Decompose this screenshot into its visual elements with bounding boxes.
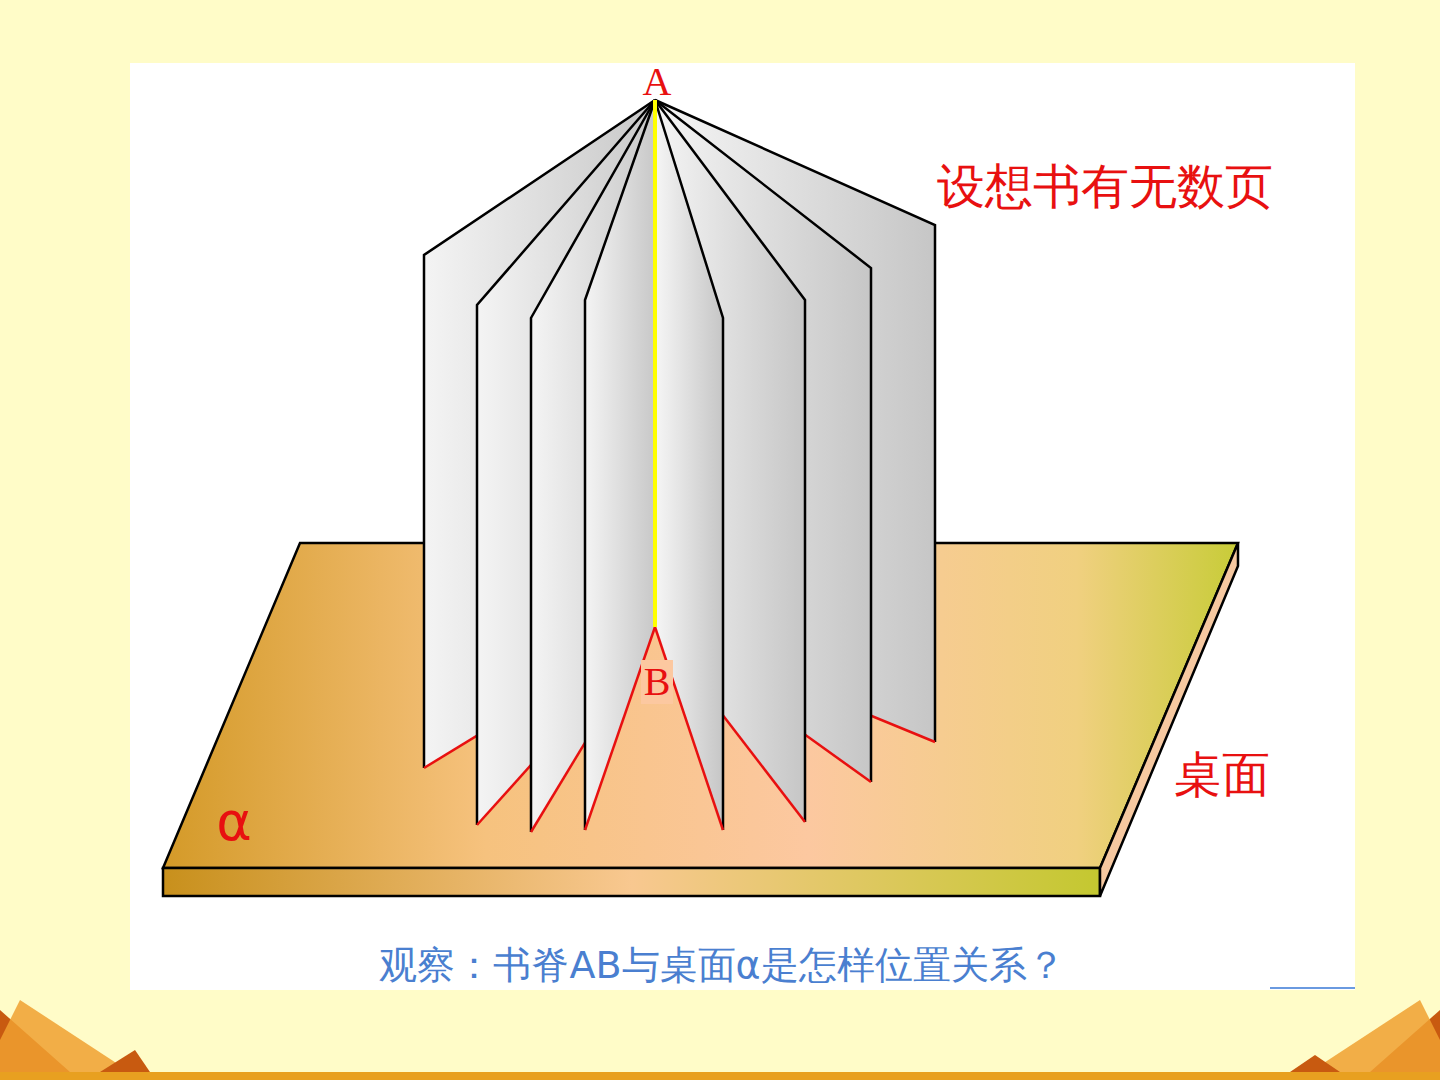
book-page — [585, 100, 655, 830]
book-page — [655, 100, 723, 830]
book-page — [531, 100, 655, 832]
page-base-line — [585, 627, 655, 830]
point-label: A — [643, 60, 672, 104]
note-text: 设想书有无数页 — [937, 160, 1273, 213]
book-spine — [653, 100, 657, 627]
page-edge — [531, 100, 655, 832]
page-base-line — [655, 627, 723, 830]
corner-decoration — [100, 1050, 150, 1072]
bottom-bar — [0, 1072, 1440, 1080]
white-panel — [130, 63, 1355, 990]
panel-edge-line — [1270, 987, 1355, 989]
plane-label: α — [216, 792, 252, 851]
point-label: B — [641, 660, 674, 704]
corner-decoration — [1310, 1000, 1440, 1072]
book-pages — [424, 100, 935, 832]
question-text: 观察：书脊AB与桌面α是怎样位置关系？ — [379, 945, 1064, 987]
table-label: 桌面 — [1174, 748, 1270, 801]
page-edge — [655, 100, 723, 830]
corner-decoration — [0, 1000, 130, 1072]
table-side — [1100, 543, 1238, 896]
page-edge — [585, 100, 655, 830]
table-front — [163, 868, 1100, 896]
corner-decoration — [1290, 1055, 1340, 1072]
